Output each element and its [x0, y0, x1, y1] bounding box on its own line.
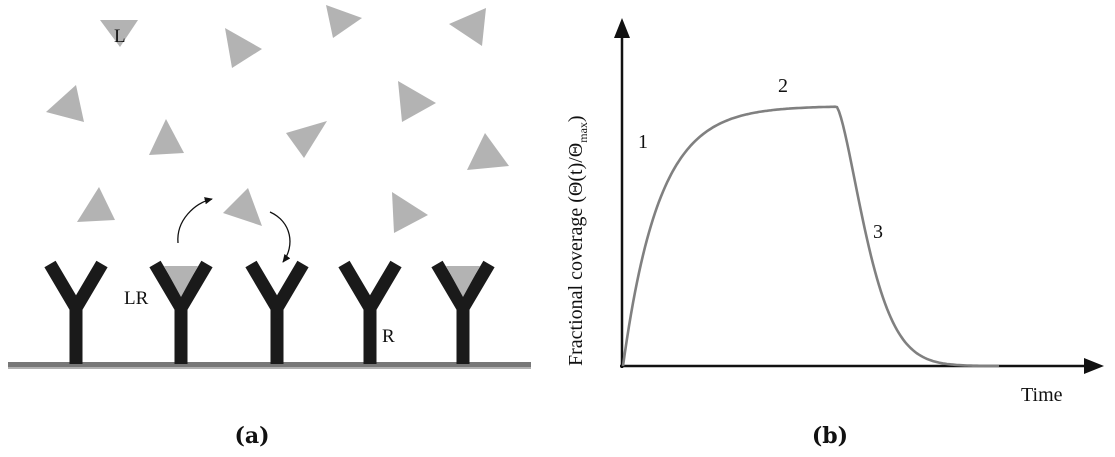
y-axis-label: Fractional coverage (Θ(t)/Θmax)	[565, 115, 590, 366]
panel-a-caption: (a)	[234, 423, 269, 449]
bound-ligand	[164, 266, 198, 297]
panel-b-caption: (b)	[812, 423, 848, 449]
phase-2-label: 2	[778, 75, 788, 97]
panel-a-binding-diagram: L LR R (a)	[8, 5, 531, 449]
ligand-receptor-label: LR	[124, 288, 149, 309]
ligand-triangle	[225, 28, 262, 68]
bound-ligand	[446, 266, 480, 297]
receptor-bound	[149, 260, 213, 364]
free-ligands	[46, 5, 509, 233]
ligand-triangle	[449, 8, 486, 46]
receptor-bound	[431, 260, 495, 364]
coverage-curve	[621, 105, 1000, 368]
sensor-surface	[8, 362, 531, 368]
ligand-triangle	[149, 119, 184, 155]
ligand-triangle	[467, 133, 509, 170]
receptor	[245, 260, 309, 364]
ligand-triangle	[326, 5, 362, 38]
ligand-triangle	[100, 20, 138, 47]
y-axis-arrowhead	[614, 18, 630, 38]
x-axis-arrowhead	[1084, 358, 1104, 374]
dissociation-arrow	[269, 211, 291, 263]
receptors	[44, 260, 495, 364]
receptor-label: R	[382, 326, 395, 347]
ligand-label: L	[114, 26, 126, 47]
ligand-triangle	[77, 187, 115, 222]
ligand-triangle	[392, 192, 428, 233]
ligand-triangle	[398, 81, 436, 122]
receptor	[44, 260, 108, 364]
phase-3-label: 3	[873, 221, 883, 243]
association-arrow	[177, 197, 213, 244]
x-axis-label: Time	[1021, 384, 1063, 406]
phase-1-label: 1	[638, 131, 648, 153]
ligand-triangle	[286, 121, 327, 158]
ligand-triangle	[223, 188, 262, 226]
receptor	[338, 260, 402, 364]
ligand-triangle	[46, 85, 84, 122]
panel-b-coverage-plot: 1 2 3 Fractional coverage (Θ(t)/Θmax) Ti…	[565, 18, 1104, 449]
sensor-surface-shadow	[8, 367, 531, 369]
